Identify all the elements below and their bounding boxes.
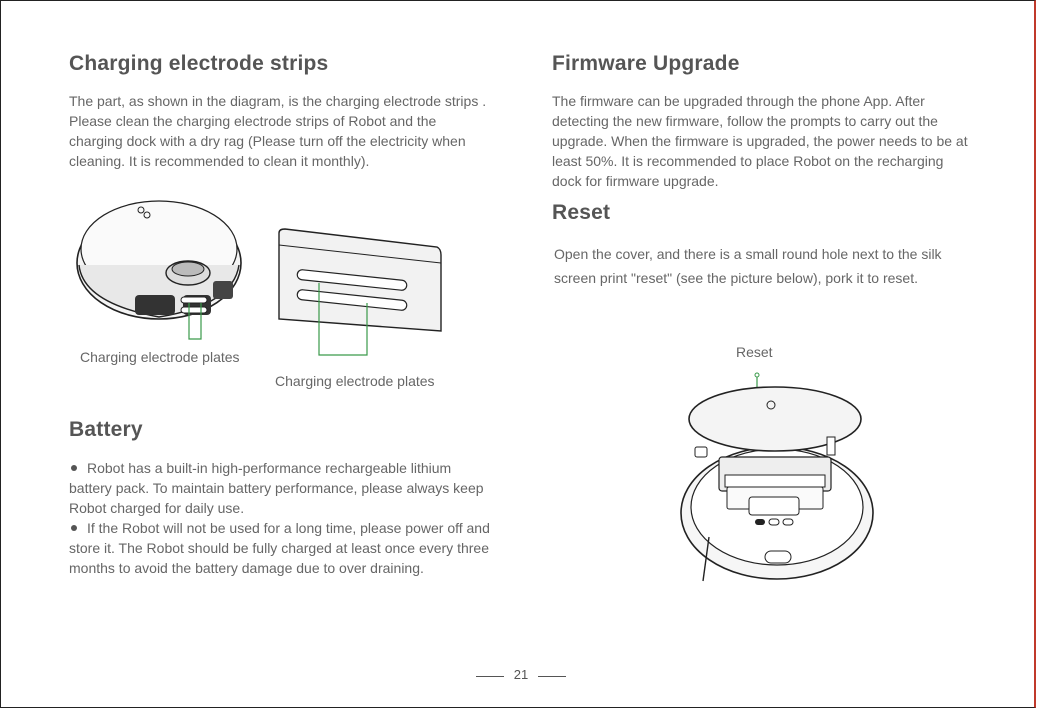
robot-reset-illustration xyxy=(680,372,874,582)
firmware-body: The firmware can be upgraded through the… xyxy=(552,93,968,189)
battery-item-text: If the Robot will not be used for a long… xyxy=(69,520,490,576)
page-number: 21 xyxy=(513,667,529,682)
reset-title: Reset xyxy=(552,201,611,224)
robot-plates-caption: Charging electrode plates xyxy=(80,349,240,365)
battery-item-text: Robot has a built-in high-performance re… xyxy=(69,460,484,516)
bullet-icon xyxy=(71,465,77,472)
page-footer: 21 xyxy=(476,667,566,685)
robot-charging-illustration xyxy=(76,200,242,340)
firmware-title: Firmware Upgrade xyxy=(552,52,740,75)
footer-rule-right xyxy=(538,676,566,677)
battery-item: Robot has a built-in high-performance re… xyxy=(69,458,494,518)
charging-body: The part, as shown in the diagram, is th… xyxy=(69,93,487,169)
battery-item: If the Robot will not be used for a long… xyxy=(69,518,494,578)
reset-body: Open the cover, and there is a small rou… xyxy=(554,246,942,286)
battery-list: Robot has a built-in high-performance re… xyxy=(69,458,494,578)
reset-callout-label: Reset xyxy=(736,344,773,360)
charging-title: Charging electrode strips xyxy=(69,52,329,75)
footer-rule-left xyxy=(476,676,504,677)
dock-charging-illustration xyxy=(278,228,442,356)
dock-plates-caption: Charging electrode plates xyxy=(275,373,435,389)
bullet-icon xyxy=(71,525,77,532)
battery-title: Battery xyxy=(69,418,143,441)
